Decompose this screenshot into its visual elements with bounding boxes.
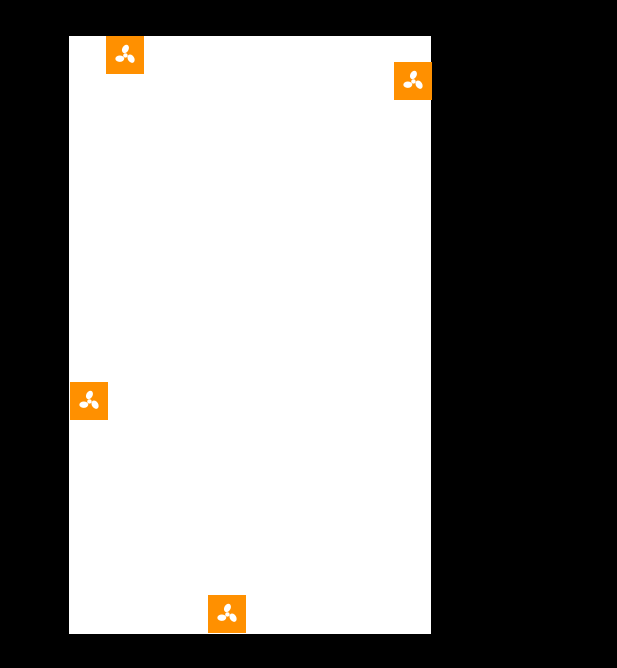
fan-item-4[interactable] <box>208 595 246 633</box>
fan-item-2[interactable] <box>394 62 432 100</box>
fan-icon <box>114 44 135 63</box>
fan-icon <box>78 390 99 409</box>
fan-icon <box>216 603 237 622</box>
fan-item-1[interactable] <box>106 36 144 74</box>
fan-item-3[interactable] <box>70 382 108 420</box>
game-canvas[interactable] <box>69 36 431 634</box>
fan-icon <box>402 70 423 89</box>
